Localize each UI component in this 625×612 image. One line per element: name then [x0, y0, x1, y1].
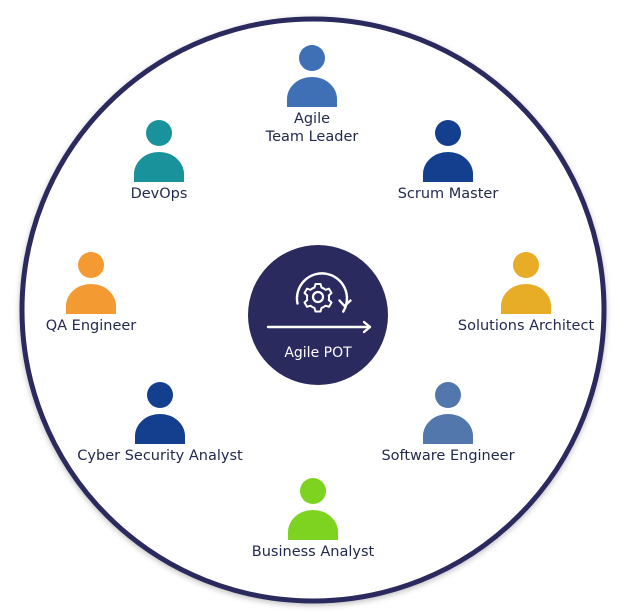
role-agile-team-leader: Agile Team Leader [217, 45, 407, 146]
role-label: QA Engineer [45, 318, 137, 334]
role-business-analyst: Business Analyst [218, 478, 408, 561]
role-label: Business Analyst [251, 544, 375, 560]
role-scrum-master: Scrum Master [353, 120, 543, 203]
person-icon [134, 120, 184, 182]
person-icon [288, 478, 338, 540]
person-icon [287, 45, 337, 107]
person-icon [423, 120, 473, 182]
center-label: Agile POT [284, 345, 352, 361]
person-icon [66, 252, 116, 314]
role-label: DevOps [130, 186, 188, 202]
role-software-engineer: Software Engineer [353, 382, 543, 465]
role-label: Scrum Master [397, 186, 499, 202]
role-label: Agile Team Leader [265, 111, 359, 145]
role-label: Cyber Security Analyst [77, 448, 243, 464]
center-hub: Agile POT [248, 245, 388, 385]
role-label: Software Engineer [381, 448, 515, 464]
role-qa-engineer: QA Engineer [0, 252, 186, 335]
role-solutions-architect: Solutions Architect [431, 252, 621, 335]
person-icon [135, 382, 185, 444]
person-icon [501, 252, 551, 314]
person-icon [423, 382, 473, 444]
role-devops: DevOps [64, 120, 254, 203]
role-cyber-security-analyst: Cyber Security Analyst [65, 382, 255, 465]
agile-cycle-gear-icon [266, 272, 372, 334]
role-label: Solutions Architect [457, 318, 595, 334]
